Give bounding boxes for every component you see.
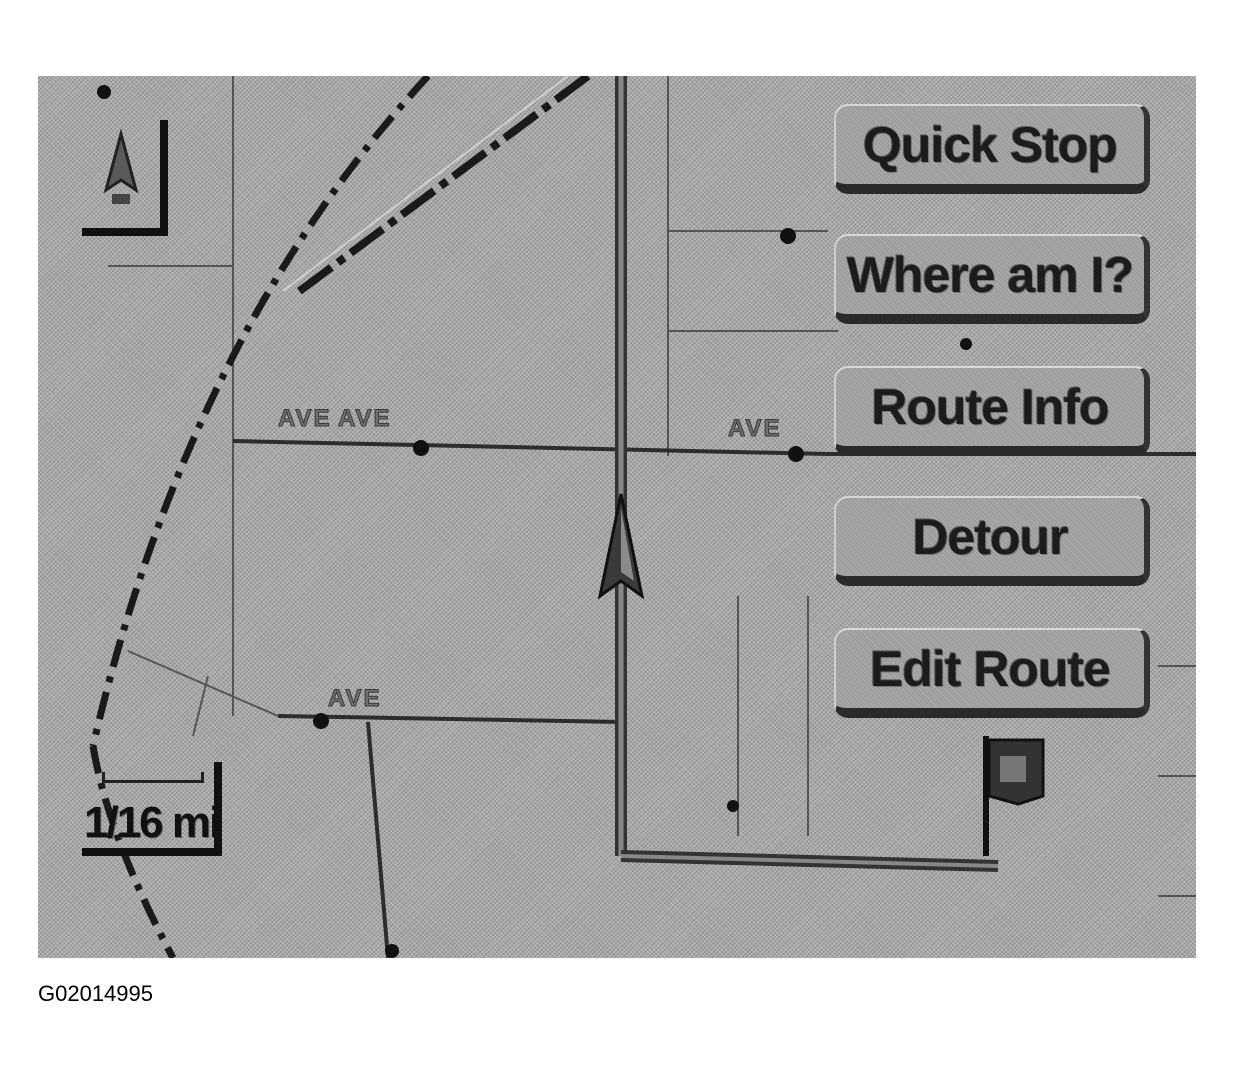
edit-route-button[interactable]: Edit Route (834, 628, 1150, 718)
street-label-upper-east: AVE (728, 415, 782, 442)
vehicle-arrow-icon (597, 493, 645, 600)
scale-label: 1/16 mi (84, 798, 221, 847)
north-compass-icon[interactable] (82, 120, 168, 238)
navigation-screen: AVE AVE AVE AVE 1/16 mi Quick Stop (38, 76, 1196, 958)
scale-frame (82, 848, 220, 856)
where-am-i-button[interactable]: Where am I? (834, 234, 1150, 324)
compass-glyph (103, 128, 139, 204)
quick-stop-button[interactable]: Quick Stop (834, 104, 1150, 194)
street-label-upper-west: AVE (338, 405, 392, 432)
scale-bar (102, 772, 204, 783)
minor-street (192, 675, 209, 737)
freeway-diagonal (290, 76, 591, 300)
minor-street (127, 650, 279, 717)
figure-caption: G02014995 (38, 981, 153, 1006)
street-label-upper: AVE (278, 405, 332, 432)
street-dot (97, 85, 111, 99)
street-dot (788, 446, 804, 462)
freeway-curve-south (89, 745, 177, 958)
route-bottom-inner (620, 854, 999, 868)
street-lower (277, 714, 624, 724)
street-dot (313, 713, 329, 729)
compass-frame (82, 228, 168, 236)
street-lower-branch (366, 721, 390, 958)
where-am-i-label: Where am I? (846, 247, 1134, 303)
detour-label: Detour (912, 509, 1068, 565)
street-dot (413, 440, 429, 456)
route-info-button[interactable]: Route Info (834, 366, 1150, 456)
map-scale[interactable]: 1/16 mi (82, 762, 222, 862)
destination-flag-icon (983, 736, 1045, 856)
detour-button[interactable]: Detour (834, 496, 1150, 586)
street-dot (385, 944, 399, 958)
street-dot (727, 800, 739, 812)
street-dot (780, 228, 796, 244)
freeway-diagonal-edge (282, 76, 569, 292)
street-upper (232, 439, 829, 456)
scale-frame (214, 762, 222, 856)
quick-stop-label: Quick Stop (863, 117, 1118, 173)
street-dot (960, 338, 972, 350)
route-info-label: Route Info (871, 379, 1109, 435)
street-label-lower: AVE (328, 685, 382, 712)
edit-route-label: Edit Route (870, 641, 1111, 697)
compass-frame (160, 120, 168, 236)
